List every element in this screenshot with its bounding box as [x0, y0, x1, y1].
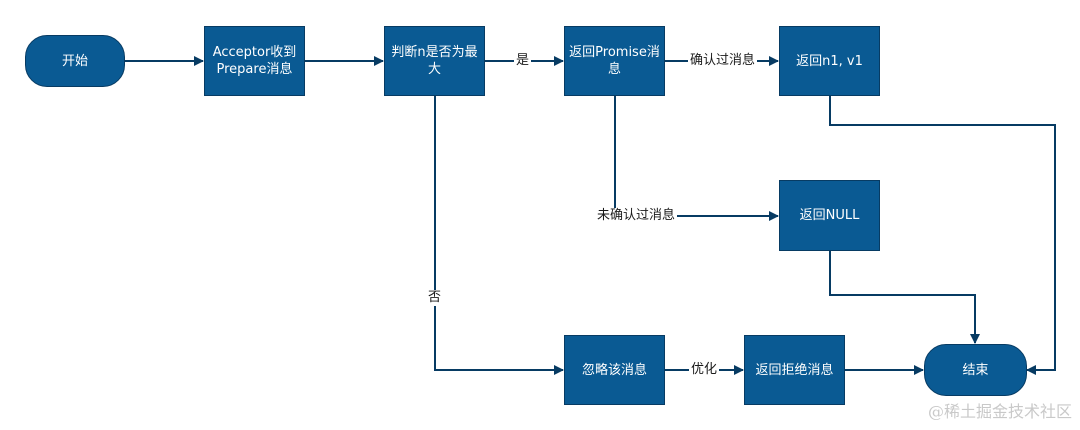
start-label: 开始: [61, 53, 88, 69]
edge-null-to-end: [829, 251, 980, 344]
ignore-message-label: 忽略该消息: [581, 362, 647, 378]
edge-label-confirmed: 确认过消息: [688, 53, 758, 69]
edge-label-no: 否: [426, 290, 444, 306]
return-promise-node: 返回Promise消息: [564, 26, 665, 96]
start-node: 开始: [25, 35, 125, 87]
edge-label-not-confirmed: 未确认过消息: [595, 208, 678, 224]
return-null-label: 返回NULL: [799, 208, 860, 223]
return-n1-v1-node: 返回n1, v1: [779, 26, 880, 96]
end-label: 结束: [962, 362, 989, 378]
watermark: @稀土掘金技术社区: [927, 402, 1072, 421]
edge-label-optimize: 优化: [689, 362, 720, 378]
return-reject-node: 返回拒绝消息: [744, 335, 845, 405]
edge-label-yes: 是: [514, 53, 532, 69]
receive-prepare-label: Acceptor收到Prepare消息: [212, 45, 297, 77]
ignore-message-node: 忽略该消息: [564, 335, 665, 405]
return-reject-label: 返回拒绝消息: [755, 362, 834, 378]
receive-prepare-node: Acceptor收到Prepare消息: [204, 26, 305, 96]
edge-check-to-ignore-no: [434, 96, 564, 375]
return-null-node: 返回NULL: [779, 180, 880, 251]
edge-promise-to-null: [614, 96, 779, 221]
return-n1-v1-label: 返回n1, v1: [796, 53, 863, 69]
check-n-max-label: 判断n是否为最大: [391, 45, 478, 77]
end-node: 结束: [924, 344, 1027, 396]
edge-n1v1-to-end: [829, 96, 1056, 375]
check-n-max-node: 判断n是否为最大: [384, 26, 485, 96]
return-promise-label: 返回Promise消息: [569, 45, 660, 77]
